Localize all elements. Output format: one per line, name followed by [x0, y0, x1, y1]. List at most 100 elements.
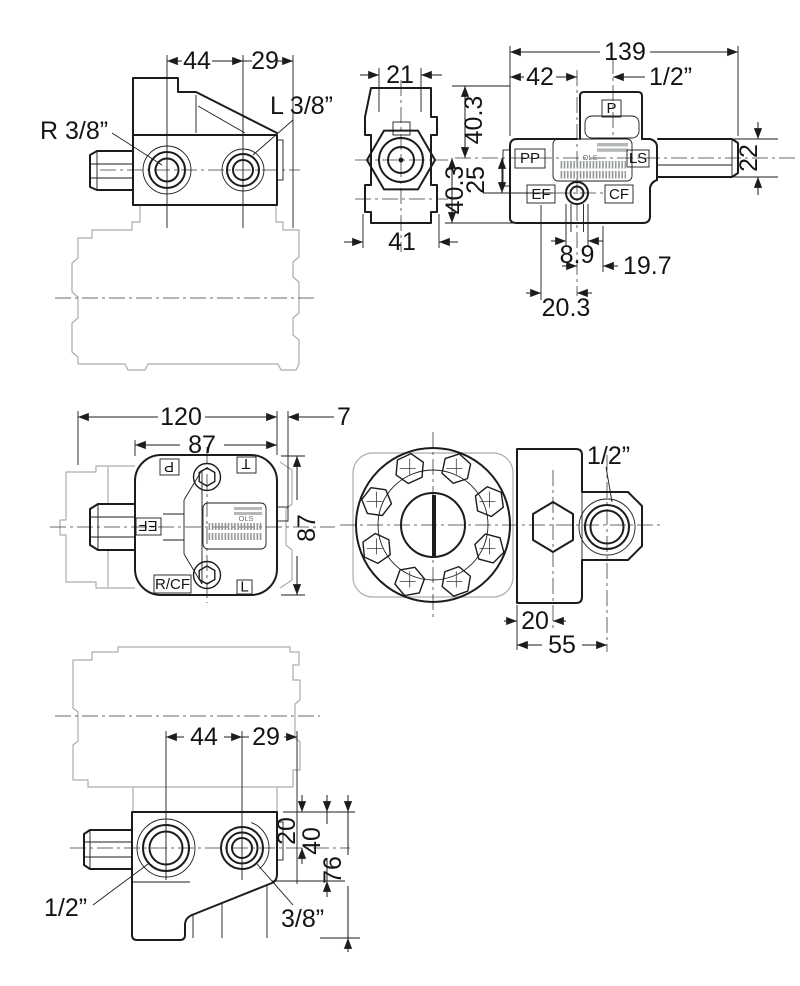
dim-29-text: 29 — [251, 47, 279, 75]
dim-76-text: 76 — [319, 856, 347, 884]
view-top: OLS P T EF R/CF L 120 87 — [50, 403, 351, 603]
dim-120: 120 — [77, 403, 278, 465]
label-threeeighth: 3/8” — [256, 863, 324, 933]
dim-29-text: 29 — [252, 723, 280, 751]
dim-203-text: 20.3 — [542, 294, 591, 322]
hex-shaft — [83, 829, 133, 870]
dim-403-upper-text: 40.3 — [460, 96, 488, 145]
column-ghost-outline — [59, 465, 135, 589]
p-boss-outline — [579, 91, 643, 140]
side-port — [578, 498, 636, 556]
port-r — [142, 145, 192, 195]
dim-55: 55 — [517, 631, 607, 659]
flange-outer-circle — [355, 447, 511, 603]
side-block-outline — [516, 448, 643, 604]
dim-42: 42 — [509, 63, 577, 91]
dim-half-p: 1/2” — [613, 63, 692, 91]
hex-shaft — [89, 150, 134, 191]
dim-7-text: 7 — [337, 403, 351, 431]
side-tab — [276, 506, 289, 522]
port-label-p: P — [601, 99, 622, 118]
dim-25: 25 — [462, 158, 553, 194]
dim-44-text: 44 — [190, 723, 218, 751]
screw-top — [192, 462, 222, 492]
dim-22-text: 22 — [735, 144, 763, 172]
port-ef-text: EF — [531, 186, 550, 203]
port-p-text: P — [606, 100, 616, 117]
port-label-cf: CF — [604, 184, 634, 204]
label-r-38: R 3/8” — [40, 117, 163, 166]
dim-139: 139 — [509, 38, 739, 136]
port-l — [221, 148, 265, 192]
right-tab — [276, 139, 284, 181]
dim-22: 22 — [734, 122, 778, 195]
label-half: 1/2” — [587, 442, 630, 503]
dim-20: 20 — [273, 795, 355, 864]
dim-197-text: 19.7 — [623, 252, 672, 280]
valve-block-top — [132, 77, 278, 136]
view-side-bottom: 44 29 20 40 76 1/2” 3/8” — [44, 646, 360, 952]
dim-87-height: 87 — [281, 455, 321, 596]
port-label-ls: LS — [626, 149, 650, 168]
dim-87-width: 87 — [134, 431, 277, 459]
port-label-pp: PP — [514, 148, 546, 169]
flange-bore-circle — [400, 492, 466, 558]
port-label-l: L — [236, 579, 253, 596]
hex-shaft — [89, 503, 136, 551]
port-pp-text: PP — [520, 150, 540, 167]
screw-bottom — [192, 560, 222, 590]
dim-41-text: 41 — [388, 228, 416, 256]
dim-44-text: 44 — [183, 47, 211, 75]
port-l-text: L — [240, 579, 248, 596]
right-tab — [276, 821, 284, 861]
horizontal-centerlines — [355, 159, 448, 200]
dim-20-text: 20 — [521, 607, 549, 635]
port-label-ef-rot: EF — [135, 517, 162, 536]
dim-89-text: 8.9 — [560, 241, 595, 269]
flange-middle-circle — [377, 469, 489, 581]
dim-29: 29 — [243, 47, 293, 75]
dim-44: 44 — [166, 723, 242, 751]
hex-plug — [366, 129, 436, 191]
dim-55-text: 55 — [548, 631, 576, 659]
label-threeeighth-text: 3/8” — [281, 905, 324, 933]
block-inner-lines — [132, 881, 268, 938]
view-end: 21 41 — [344, 61, 458, 256]
port-rcf-text: R/CF — [155, 576, 190, 593]
dim-403-lower: 40.3 — [441, 158, 513, 224]
dim-44: 44 — [167, 47, 243, 75]
port-ls-text: LS — [629, 150, 647, 167]
dim-41: 41 — [344, 214, 458, 256]
port-half — [136, 818, 196, 878]
label-l-38-text: L 3/8” — [270, 92, 333, 120]
dim-29: 29 — [242, 723, 297, 751]
end-body-outline — [364, 87, 438, 224]
dim-21-text: 21 — [386, 61, 414, 89]
label-half: 1/2” — [44, 863, 149, 922]
valve-block-outline — [132, 134, 278, 206]
dim-40-text: 40 — [298, 827, 326, 855]
port-ef-text: EF — [138, 517, 157, 534]
dim-87w-text: 87 — [188, 431, 216, 459]
dim-87h-text: 87 — [293, 514, 321, 542]
dim-7: 7 — [287, 403, 351, 507]
block-hex-plug — [532, 501, 574, 553]
view-front: OLS P PP LS EF CF 139 42 1/2” — [441, 38, 798, 322]
port-label-t-rot: T — [236, 455, 257, 474]
shaft — [657, 138, 739, 178]
port-p-text: P — [164, 458, 174, 475]
dim-42-text: 42 — [526, 63, 554, 91]
dim-half-text: 1/2” — [649, 63, 692, 91]
steering-unit-ghost-outline — [71, 205, 300, 371]
dim-139-text: 139 — [604, 38, 646, 66]
port-label-rcf: R/CF — [153, 574, 192, 594]
view-flange: 1/2” 20 55 — [340, 432, 660, 659]
extension-lines — [166, 55, 294, 228]
port-threeeighth — [220, 822, 270, 870]
dim-89: 8.9 — [551, 204, 603, 269]
p-boss-pad — [584, 115, 640, 139]
dim-40: 40 — [272, 795, 345, 897]
dim-76: 76 — [319, 795, 360, 952]
